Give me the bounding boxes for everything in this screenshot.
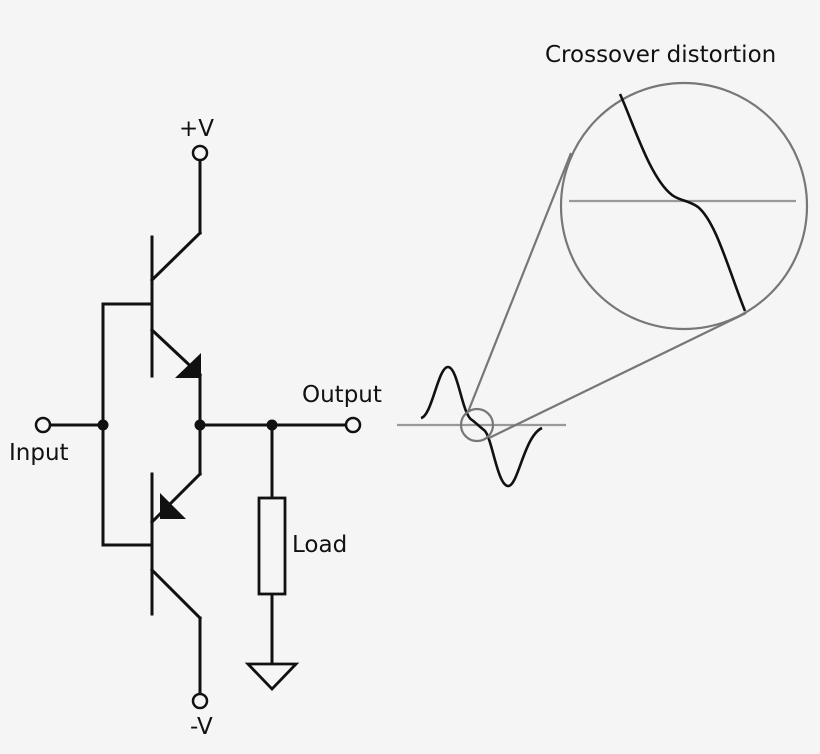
npn-transistor-upper	[149, 230, 203, 378]
output-waveform	[397, 365, 566, 488]
npn-emitter-arrow	[175, 353, 201, 378]
pnp-transistor-lower	[149, 471, 203, 621]
label-output: Output	[302, 382, 382, 408]
diagram-title: Crossover distortion	[545, 42, 776, 68]
magnifier-small-circle	[459, 407, 495, 443]
magnifier-connector-top	[466, 152, 573, 413]
junction-dot-input	[97, 419, 109, 431]
magnifier	[459, 81, 809, 443]
waveform-curve	[420, 365, 543, 488]
terminal-output	[344, 416, 362, 434]
junction-dot-load	[266, 419, 278, 431]
zoomed-curve	[618, 93, 747, 312]
label-input: Input	[9, 440, 69, 466]
label-load: Load	[292, 532, 347, 558]
terminal-minus-v	[191, 692, 209, 710]
terminal-plus-v	[191, 144, 209, 162]
ground-symbol	[244, 662, 300, 692]
label-minus-v: -V	[190, 714, 213, 740]
load-resistor	[257, 496, 287, 596]
magnifier-connector-bottom	[488, 312, 747, 439]
label-plus-v: +V	[179, 116, 214, 142]
magnifier-large-circle	[559, 81, 809, 331]
terminal-input	[34, 416, 52, 434]
junction-dot-emitters	[194, 419, 206, 431]
pnp-emitter-arrow	[160, 493, 186, 519]
